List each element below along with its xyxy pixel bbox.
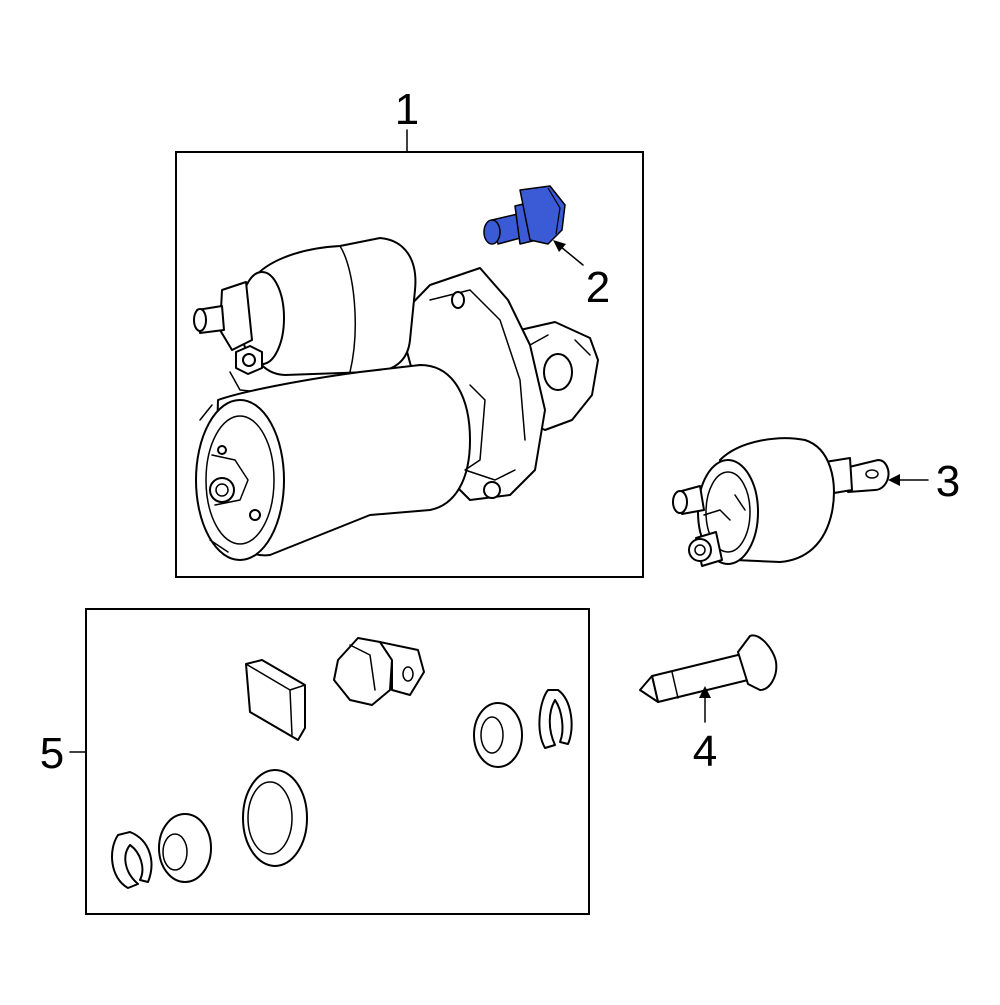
callout-2-label[interactable]: 2 [586, 263, 610, 312]
kit-washer-large[interactable] [158, 813, 212, 883]
bolt-part-2[interactable] [483, 185, 566, 245]
callout-4-arrowhead [699, 686, 711, 698]
kit-washer-small[interactable] [473, 702, 523, 768]
kit-shift-lever[interactable] [333, 637, 425, 706]
kit-clip-left[interactable] [111, 831, 153, 889]
pin-part-4[interactable] [639, 634, 778, 703]
kit-seal-ring[interactable] [242, 769, 308, 867]
kit-brush-block[interactable] [245, 659, 306, 741]
starter-motor[interactable] [193, 237, 599, 561]
kit-clip-right[interactable] [538, 689, 573, 749]
callout-2-arrowhead [553, 240, 566, 252]
callout-3-arrowhead [888, 474, 900, 486]
callout-5-label[interactable]: 5 [40, 729, 64, 778]
starter-assembly-box [175, 151, 644, 578]
callout-1-label[interactable]: 1 [395, 85, 419, 134]
callout-3-label[interactable]: 3 [936, 457, 960, 506]
solenoid-part-3[interactable] [672, 437, 890, 567]
repair-kit-box [85, 608, 590, 915]
callout-4-label[interactable]: 4 [693, 727, 717, 776]
